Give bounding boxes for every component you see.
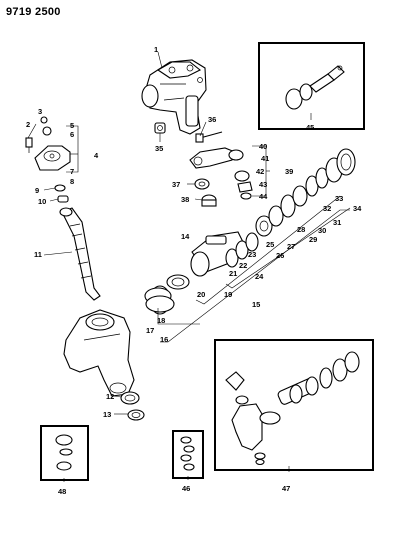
part-3-washer xyxy=(40,116,48,124)
callout-24: 24 xyxy=(255,272,264,281)
callout-45: 45 xyxy=(306,123,314,132)
part-9-ring xyxy=(54,184,66,192)
callout-3: 3 xyxy=(38,107,42,116)
callout-37: 37 xyxy=(172,180,180,189)
part-35-nut xyxy=(154,122,166,134)
callout-14: 14 xyxy=(181,232,190,241)
callout-4: 4 xyxy=(94,151,99,160)
callout-34: 34 xyxy=(353,204,362,213)
part-13-seal xyxy=(127,409,145,421)
callout-31: 31 xyxy=(333,218,341,227)
callout-21: 21 xyxy=(229,269,237,278)
inset-48-parts xyxy=(55,434,73,471)
steering-gear-assembly xyxy=(141,59,207,135)
part-38-bushing xyxy=(201,194,217,207)
callout-35: 35 xyxy=(155,144,163,153)
callout-25: 25 xyxy=(266,240,274,249)
callout-27: 27 xyxy=(287,242,295,251)
part-37-bushing xyxy=(194,178,210,190)
callout-29: 29 xyxy=(309,235,317,244)
leader-lines xyxy=(27,51,312,482)
callout-30: 30 xyxy=(318,226,326,235)
pitman-arm-assembly xyxy=(189,147,253,200)
callout-1: 1 xyxy=(154,45,158,54)
callout-20: 20 xyxy=(197,290,205,299)
callout-2: 2 xyxy=(26,120,30,129)
callout-26: 26 xyxy=(276,251,284,260)
part-36-bolt xyxy=(195,131,223,143)
callout-38: 38 xyxy=(181,195,189,204)
callout-23: 23 xyxy=(248,250,256,259)
inset-45-parts xyxy=(285,65,345,110)
callout-16: 16 xyxy=(160,335,168,344)
callout-18: 18 xyxy=(157,316,165,325)
callout-11: 11 xyxy=(34,250,42,259)
callout-22: 22 xyxy=(239,261,247,270)
callout-42: 42 xyxy=(256,167,264,176)
part-2-screw xyxy=(25,137,33,153)
callout-43: 43 xyxy=(259,180,267,189)
part-6-nut xyxy=(42,126,52,136)
inset-47-frame xyxy=(214,339,374,471)
callout-48: 48 xyxy=(58,487,66,496)
part-4-bracket xyxy=(34,145,71,171)
callout-28: 28 xyxy=(297,225,305,234)
callout-labels: 1 2 3 4 5 6 7 8 9 10 11 12 13 14 15 16 1… xyxy=(26,45,362,496)
callout-41: 41 xyxy=(261,154,269,163)
inset-45-frame xyxy=(258,42,365,130)
callout-13: 13 xyxy=(103,410,111,419)
callout-15: 15 xyxy=(252,300,260,309)
inset-46-parts xyxy=(180,436,195,471)
gear-housing xyxy=(63,309,135,397)
callout-47: 47 xyxy=(282,484,290,493)
callout-5: 5 xyxy=(70,121,74,130)
callout-44: 44 xyxy=(259,192,268,201)
callout-32: 32 xyxy=(323,204,331,213)
piston-rack-assembly xyxy=(144,148,356,315)
inset-48-frame xyxy=(40,425,89,481)
callout-9: 9 xyxy=(35,186,39,195)
callout-8: 8 xyxy=(70,177,74,186)
callout-17: 17 xyxy=(146,326,154,335)
callout-12: 12 xyxy=(106,392,114,401)
callout-40: 40 xyxy=(259,142,267,151)
document-id: 9719 2500 xyxy=(6,6,61,18)
callout-10: 10 xyxy=(38,197,46,206)
inset-47-parts xyxy=(225,351,360,466)
callout-7: 7 xyxy=(70,167,74,176)
callout-33: 33 xyxy=(335,194,343,203)
callout-46: 46 xyxy=(182,484,190,493)
callout-19: 19 xyxy=(224,290,232,299)
callout-39: 39 xyxy=(285,167,293,176)
group-brackets xyxy=(160,195,351,343)
part-10-clip xyxy=(57,195,69,203)
part-11-shaft xyxy=(59,207,101,301)
callout-36: 36 xyxy=(208,115,216,124)
part-12-seal xyxy=(120,391,140,405)
callout-6: 6 xyxy=(70,130,74,139)
